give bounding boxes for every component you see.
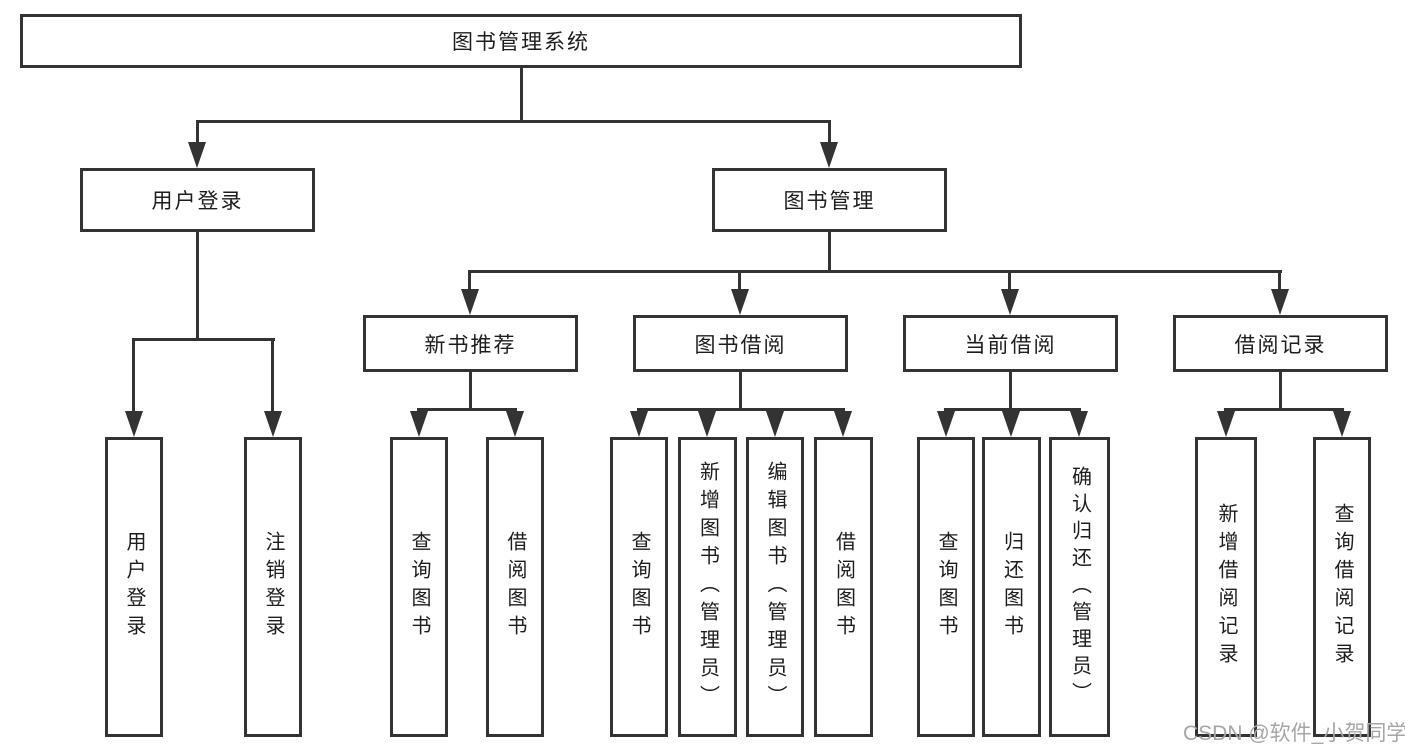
connector-root-stem — [520, 68, 523, 123]
connector-user-login-stem — [196, 232, 199, 341]
leaf-borrow-book-1-label: 借阅图书 — [504, 531, 526, 643]
node-new-book-recommend: 新书推荐 — [363, 315, 578, 372]
node-borrow-record: 借阅记录 — [1173, 315, 1388, 372]
leaf-query-book-3-label: 查询图书 — [935, 531, 957, 643]
leaf-logout-label: 注销登录 — [262, 531, 284, 643]
leaf-edit-book-admin: 编辑图书（管理员） — [746, 437, 804, 737]
leaf-return-book: 归还图书 — [982, 437, 1041, 737]
arrow-down-icon — [1217, 411, 1235, 437]
leaf-query-borrow-record-label: 查询借阅记录 — [1331, 503, 1353, 671]
arrow-down-icon — [1070, 411, 1088, 437]
csdn-watermark: CSDN @软件_小贺同学 — [1183, 722, 1405, 745]
node-root-label: 图书管理系统 — [452, 31, 590, 54]
leaf-confirm-return-admin-label: 确认归还（管理员） — [1068, 465, 1091, 709]
connector-shaft — [196, 120, 199, 143]
leaf-add-borrow-record: 新增借阅记录 — [1195, 437, 1257, 737]
node-new-book-recommend-label: 新书推荐 — [424, 333, 517, 357]
arrow-down-icon — [1271, 289, 1289, 315]
connector-stem — [1279, 372, 1282, 411]
arrow-down-icon — [630, 411, 648, 437]
arrow-down-icon — [937, 411, 955, 437]
connector-stem — [469, 372, 472, 411]
connector-split — [417, 408, 517, 411]
connector-shaft — [738, 270, 741, 292]
leaf-confirm-return-admin: 确认归还（管理员） — [1049, 437, 1110, 737]
node-user-login-label: 用户登录 — [151, 190, 244, 213]
node-book-management-label: 图书管理 — [783, 190, 876, 213]
connector-shaft — [1008, 270, 1011, 292]
arrow-down-icon — [1001, 289, 1019, 315]
leaf-query-book-1-label: 查询图书 — [408, 531, 430, 643]
leaf-query-book-2: 查询图书 — [610, 437, 668, 737]
connector-book-management-stem — [828, 232, 831, 273]
arrow-down-icon — [125, 411, 143, 437]
leaf-query-borrow-record: 查询借阅记录 — [1313, 437, 1371, 737]
leaf-add-book-admin-label: 新增图书（管理员） — [696, 461, 719, 713]
node-book-borrow-label: 图书借阅 — [694, 333, 787, 357]
connector-split — [944, 408, 1081, 411]
arrow-down-icon — [731, 289, 749, 315]
leaf-user-login-label: 用户登录 — [123, 531, 145, 643]
node-book-borrow: 图书借阅 — [633, 315, 848, 372]
leaf-borrow-book-2-label: 借阅图书 — [832, 531, 855, 643]
leaf-logout: 注销登录 — [244, 437, 302, 737]
connector-shaft — [468, 270, 471, 292]
connector-shaft — [1278, 270, 1281, 292]
arrow-down-icon — [410, 411, 428, 437]
node-root: 图书管理系统 — [20, 14, 1022, 68]
connector-level2-split — [196, 120, 831, 123]
arrow-down-icon — [766, 411, 784, 437]
connector-shaft — [132, 338, 135, 414]
leaf-edit-book-admin-label: 编辑图书（管理员） — [764, 461, 786, 713]
arrow-down-icon — [1002, 411, 1020, 437]
connector-split — [1224, 408, 1344, 411]
arrow-down-icon — [820, 142, 838, 168]
arrow-down-icon — [188, 142, 206, 168]
node-book-management: 图书管理 — [712, 168, 947, 232]
leaf-query-book-1: 查询图书 — [390, 437, 448, 737]
arrow-down-icon — [1333, 411, 1351, 437]
leaf-user-login: 用户登录 — [105, 437, 163, 737]
leaf-return-book-label: 归还图书 — [1000, 531, 1023, 643]
leaf-add-borrow-record-label: 新增借阅记录 — [1215, 503, 1237, 671]
arrow-down-icon — [461, 289, 479, 315]
connector-user-login-split — [132, 338, 275, 341]
arrow-down-icon — [264, 411, 282, 437]
node-current-borrow: 当前借阅 — [903, 315, 1118, 372]
node-borrow-record-label: 借阅记录 — [1234, 333, 1327, 357]
leaf-query-book-3: 查询图书 — [917, 437, 975, 737]
leaf-add-book-admin: 新增图书（管理员） — [678, 437, 737, 737]
leaf-borrow-book-2: 借阅图书 — [814, 437, 873, 737]
arrow-down-icon — [698, 411, 716, 437]
connector-split — [637, 408, 845, 411]
node-user-login: 用户登录 — [80, 168, 315, 232]
connector-shaft — [828, 120, 831, 143]
arrow-down-icon — [834, 411, 852, 437]
connector-level3-split — [468, 270, 1282, 273]
connector-shaft — [271, 338, 274, 414]
leaf-borrow-book-1: 借阅图书 — [486, 437, 544, 737]
arrow-down-icon — [506, 411, 524, 437]
node-current-borrow-label: 当前借阅 — [964, 333, 1057, 357]
connector-stem — [739, 372, 742, 411]
connector-stem — [1009, 372, 1012, 411]
leaf-query-book-2-label: 查询图书 — [628, 531, 650, 643]
